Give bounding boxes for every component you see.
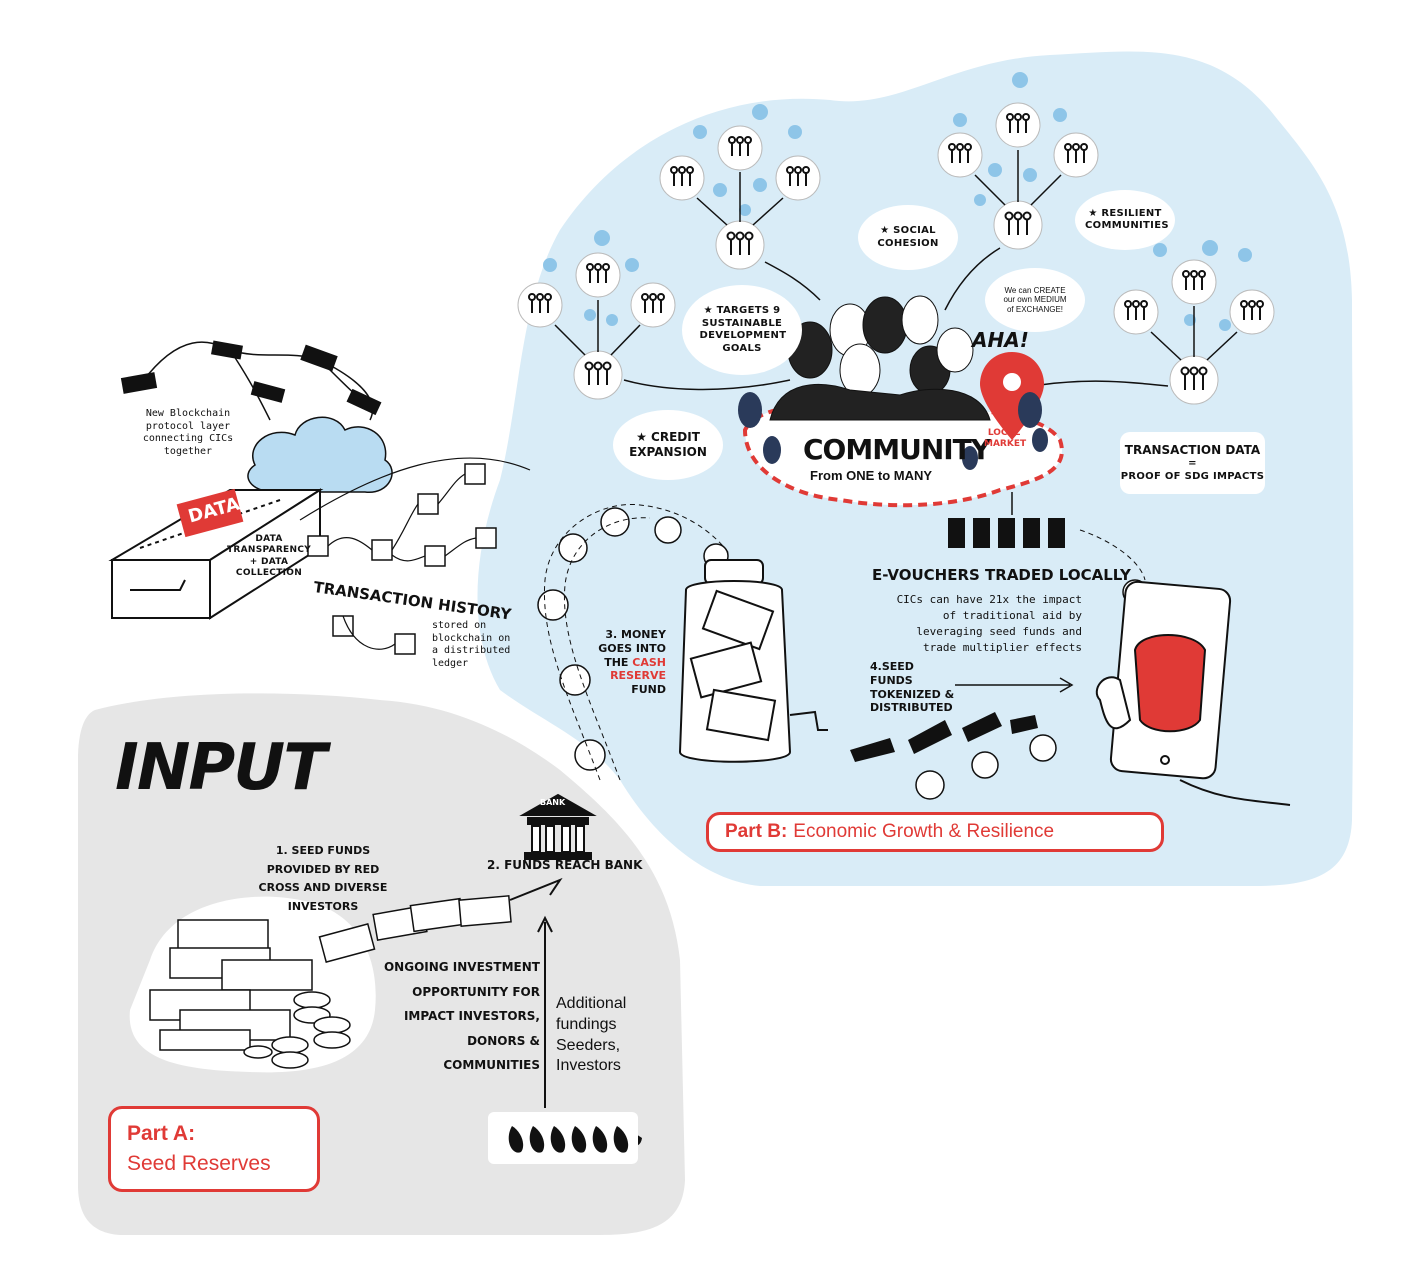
coin-loop <box>537 507 729 771</box>
step3-label: 3. Money goes into the Cash Reserve fund <box>596 628 666 697</box>
investment-arrow <box>537 915 553 1108</box>
additional-fundings-label: Additional fundings Seeders, Investors <box>556 995 627 1075</box>
protocol-note: New Blockchain protocol layer connecting… <box>142 408 234 457</box>
part-b-prefix: Part B: <box>725 821 788 842</box>
step1-label: 1. Seed funds provided by Red Cross and … <box>258 844 388 914</box>
step4-label: 4.Seed funds tokenized & distributed <box>870 660 955 715</box>
community-trees <box>738 392 1048 470</box>
bills-arrow <box>509 877 563 901</box>
voucher-blocks <box>948 518 1065 548</box>
benefit-sdg-text: ★ Targets 9 Sustainable Development Goal… <box>699 305 787 354</box>
coin-loop-dashes <box>543 503 731 781</box>
phone-to-vouchers-dash <box>1079 529 1146 581</box>
input-heading: INPUT <box>115 731 327 805</box>
ongoing-investment-label: Ongoing investment opportunity for impac… <box>383 960 540 1073</box>
tree-cluster-group <box>543 72 1252 331</box>
benefit-credit-text: ★ Credit Expansion <box>629 430 707 459</box>
speech-text: We can CREATE our own MEDIUM of EXCHANGE… <box>1003 285 1067 314</box>
part-a-title: Seed Reserves <box>127 1152 271 1176</box>
transaction-data-equals: = <box>1188 458 1197 469</box>
bank-icon <box>519 793 597 860</box>
proof-sdg-label: Proof of SDG Impacts <box>1120 470 1265 482</box>
transaction-blocks <box>307 463 497 655</box>
benefit-sdg-bubble: ★ Targets 9 Sustainable Development Goal… <box>682 285 802 375</box>
community-people <box>769 295 991 421</box>
people-figures <box>528 113 1264 390</box>
step3-highlight: Cash Reserve <box>610 655 666 683</box>
benefit-resilient-text: ★ Resilient Communities <box>1085 207 1169 232</box>
step2-label: 2. Funds reach bank <box>487 858 643 872</box>
community-title: COMMUNITY <box>803 433 991 466</box>
flying-bills <box>318 895 512 963</box>
coin-stack <box>243 991 351 1069</box>
transaction-data-card: Transaction Data = Proof of SDG Impacts <box>1120 432 1265 494</box>
bank-sign: BANK <box>540 798 566 807</box>
phone-icon <box>1095 580 1291 806</box>
part-b-label: Part B: Economic Growth & Resilience <box>706 812 1164 852</box>
cash-reserve-jar <box>678 559 828 763</box>
aha-label: AHA! <box>972 328 1029 352</box>
step3-text-b: fund <box>631 683 666 696</box>
cloud-icon <box>247 416 393 493</box>
part-b-title: Economic Growth & Resilience <box>793 821 1055 842</box>
transaction-history-note: stored on blockchain on a distributed le… <box>432 620 511 669</box>
step3-text-a: 3. Money goes into the <box>598 628 666 669</box>
part-a-prefix: Part A: <box>127 1122 196 1145</box>
data-transparency-note: Data transparency + data collection <box>226 534 312 578</box>
local-market-label: Local Market <box>984 428 1027 450</box>
seed-card <box>488 1112 638 1164</box>
money-stack <box>149 919 313 1051</box>
benefit-credit-bubble: ★ Credit Expansion <box>613 410 723 480</box>
evoucher-arrow <box>955 677 1074 693</box>
data-tag <box>176 488 244 538</box>
growth-arrows <box>554 150 1238 515</box>
transaction-data-label: Transaction Data <box>1124 443 1261 457</box>
evouchers-title: E-Vouchers traded locally <box>872 566 1131 584</box>
blockchain-tokens <box>120 340 382 416</box>
token-wave <box>850 712 1038 762</box>
benefit-social-text: ★ Social Cohesion <box>877 225 939 249</box>
speech-bubble: We can CREATE our own MEDIUM of EXCHANGE… <box>985 268 1085 332</box>
evouchers-description: CICs can have 21x the impact of traditio… <box>896 593 1082 654</box>
benefit-resilient-bubble: ★ Resilient Communities <box>1075 190 1175 250</box>
benefit-social-bubble: ★ Social Cohesion <box>858 205 958 270</box>
transaction-links <box>299 457 531 650</box>
part-a-label: Part A: Seed Reserves <box>108 1106 320 1192</box>
community-subtitle: From ONE to MANY <box>810 468 933 483</box>
